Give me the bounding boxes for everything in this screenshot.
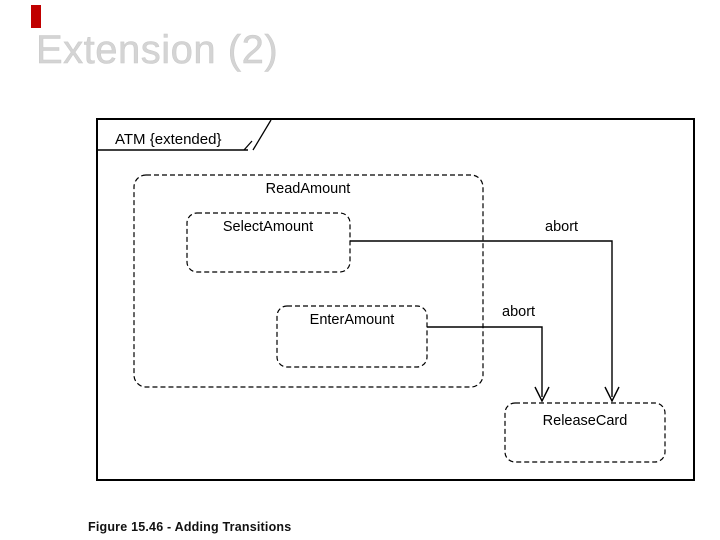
state-enter-amount: EnterAmount <box>276 305 428 368</box>
state-enter-amount-label: EnterAmount <box>310 312 395 328</box>
arrowhead-icon <box>534 386 550 403</box>
state-read-amount-label: ReadAmount <box>266 181 351 197</box>
transition-enter-label: abort <box>502 304 535 320</box>
transition-select-label: abort <box>545 219 578 235</box>
state-read-amount: ReadAmount <box>133 174 484 388</box>
frame-tab-label: ATM {extended} <box>115 131 221 148</box>
transition-enter-to-release: abort <box>427 304 550 403</box>
frame-tab: ATM {extended} <box>97 119 272 151</box>
arrowhead-icon <box>604 386 620 403</box>
transition-select-line <box>350 240 613 397</box>
figure-caption: Figure 15.46 - Adding Transitions <box>88 520 292 534</box>
state-release-card: ReleaseCard <box>504 402 666 463</box>
transition-select-to-release: abort <box>350 219 620 403</box>
transition-enter-line <box>427 326 543 397</box>
slide-title: Extension (2) <box>36 28 279 73</box>
state-release-card-border <box>504 402 666 463</box>
state-read-amount-border <box>133 174 484 388</box>
state-select-amount: SelectAmount <box>186 212 351 273</box>
state-enter-amount-border <box>276 305 428 368</box>
state-release-card-label: ReleaseCard <box>543 413 628 429</box>
state-select-amount-label: SelectAmount <box>223 219 313 235</box>
slide-accent-bar <box>31 5 41 28</box>
state-select-amount-border <box>186 212 351 273</box>
